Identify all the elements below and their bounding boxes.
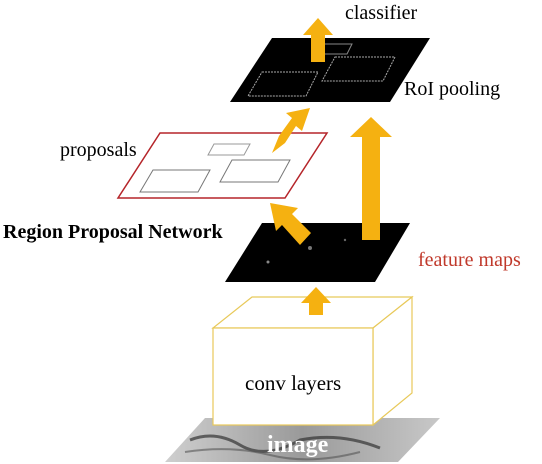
arrow-roi-to-classifier xyxy=(303,18,333,62)
arrow-conv-to-feature xyxy=(301,287,331,315)
roi-pooling-label: RoI pooling xyxy=(404,78,500,100)
feature-map xyxy=(225,223,410,282)
conv-layers-box xyxy=(211,295,414,427)
proposals-label: proposals xyxy=(60,139,137,161)
conv-layers-label: conv layers xyxy=(245,371,341,395)
image-label: image xyxy=(267,432,329,458)
feature-maps-label: feature maps xyxy=(418,249,521,271)
arrow-feature-to-proposals xyxy=(270,203,311,245)
rpn-label: Region Proposal Network xyxy=(3,221,223,243)
proposals-map xyxy=(116,132,329,199)
arrow-feature-to-roi xyxy=(350,117,392,240)
arrow-proposals-to-roi xyxy=(272,108,310,153)
classifier-label: classifier xyxy=(345,2,418,24)
roi-pooling-map xyxy=(230,38,430,102)
input-image xyxy=(165,418,440,462)
